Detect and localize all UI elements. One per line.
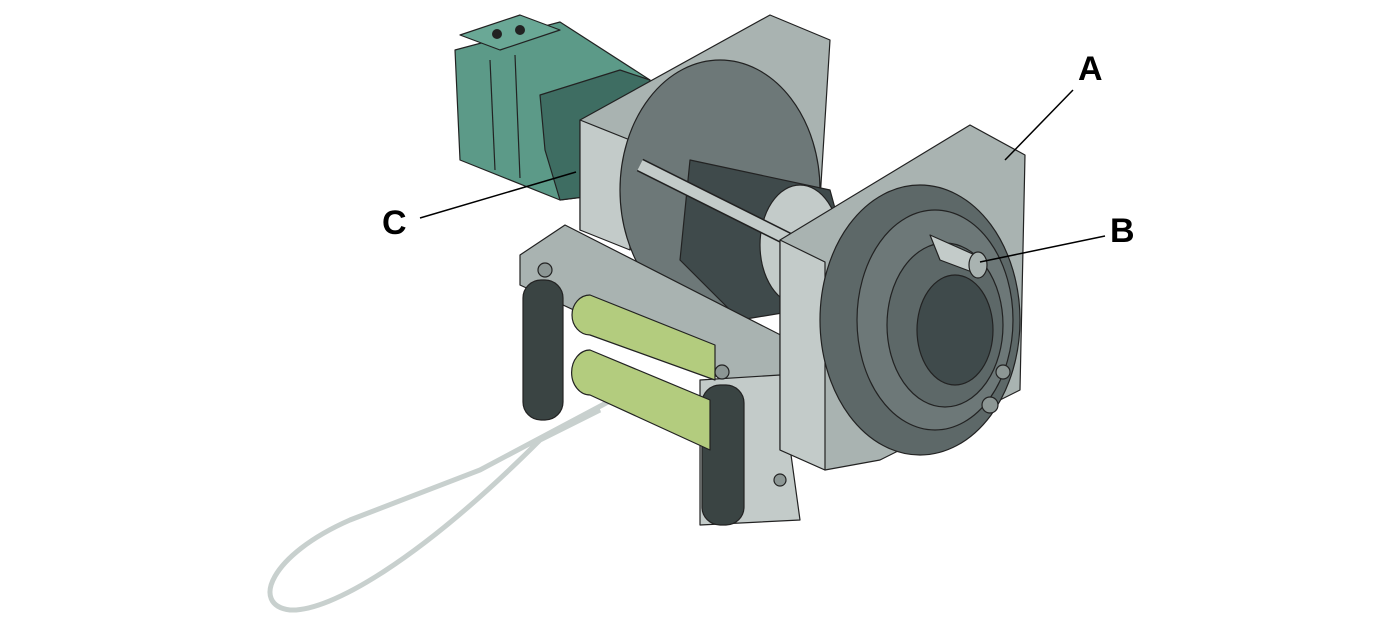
- leader-line-b: [979, 235, 1106, 263]
- guide-roller-lower: [570, 349, 711, 451]
- callout-label-b: B: [1110, 212, 1135, 250]
- brake-housing: [819, 184, 1021, 456]
- fairlead-roller-left: [522, 279, 564, 421]
- guide-roller-upper: [571, 294, 716, 381]
- callout-label-a: A: [1078, 50, 1103, 88]
- callout-label-c: C: [382, 204, 407, 242]
- fairlead-roller-right: [701, 384, 745, 526]
- fairlead: [519, 224, 811, 526]
- leader-line-c: [419, 171, 577, 219]
- leader-line-a: [1004, 89, 1074, 161]
- shaft-end: [929, 234, 988, 279]
